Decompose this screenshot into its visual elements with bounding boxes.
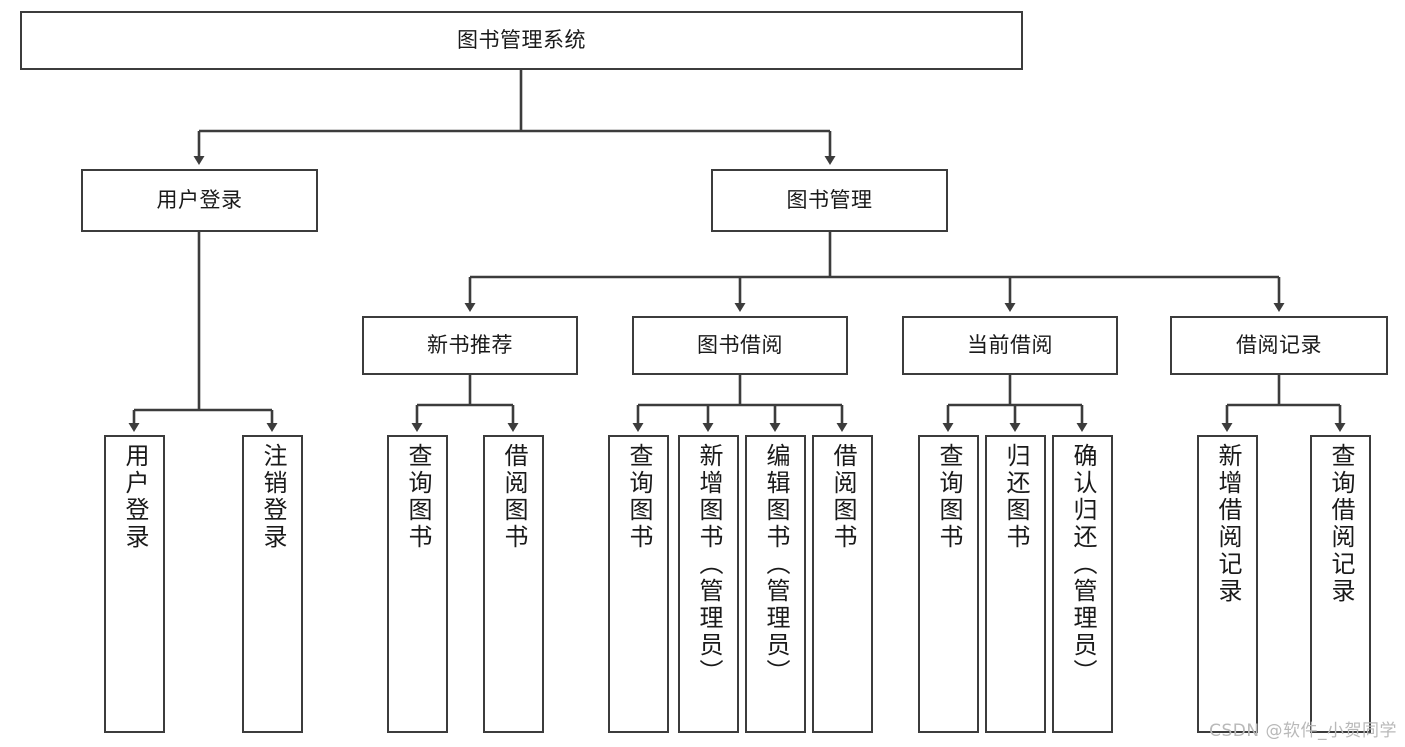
node-label: 编辑图书（管理员） [761, 443, 790, 686]
leaf-book-borrow-edit-book-admin[interactable]: 编辑图书（管理员） [745, 435, 806, 733]
node-label: 图书管理 [786, 187, 873, 212]
node-label: 新书推荐 [427, 332, 513, 357]
node-user-login[interactable]: 用户登录 [81, 169, 318, 232]
node-label: 查询图书 [624, 443, 653, 551]
node-root-book-management-system[interactable]: 图书管理系统 [20, 11, 1023, 70]
node-label: 注销登录 [258, 443, 287, 551]
leaf-current-borrow-return-books[interactable]: 归还图书 [985, 435, 1046, 733]
node-label: 图书借阅 [697, 332, 783, 357]
leaf-book-borrow-borrow-books[interactable]: 借阅图书 [812, 435, 873, 733]
node-label: 借阅图书 [499, 443, 528, 551]
node-label: 查询借阅记录 [1326, 443, 1355, 605]
node-label: 借阅记录 [1236, 332, 1322, 357]
node-label: 归还图书 [1001, 443, 1030, 551]
leaf-book-borrow-query-books[interactable]: 查询图书 [608, 435, 669, 733]
node-book-management[interactable]: 图书管理 [711, 169, 948, 232]
node-label: 确认归还（管理员） [1068, 443, 1097, 686]
node-current-borrow[interactable]: 当前借阅 [902, 316, 1118, 375]
leaf-new-book-borrow-books[interactable]: 借阅图书 [483, 435, 544, 733]
leaf-user-login-login[interactable]: 用户登录 [104, 435, 165, 733]
leaf-borrow-record-add-record[interactable]: 新增借阅记录 [1197, 435, 1258, 733]
node-label: 用户登录 [120, 443, 149, 551]
node-borrow-record[interactable]: 借阅记录 [1170, 316, 1388, 375]
leaf-current-borrow-query-books[interactable]: 查询图书 [918, 435, 979, 733]
node-book-borrow[interactable]: 图书借阅 [632, 316, 848, 375]
node-label: 借阅图书 [828, 443, 857, 551]
watermark: CSDN @软件_小贺同学 [1209, 721, 1397, 741]
node-label: 图书管理系统 [457, 27, 586, 52]
node-label: 新增借阅记录 [1213, 443, 1242, 605]
node-label: 新增图书（管理员） [694, 443, 723, 686]
node-label: 当前借阅 [967, 332, 1053, 357]
leaf-borrow-record-query-record[interactable]: 查询借阅记录 [1310, 435, 1371, 733]
leaf-user-login-logout[interactable]: 注销登录 [242, 435, 303, 733]
leaf-new-book-query-books[interactable]: 查询图书 [387, 435, 448, 733]
node-new-book-recommend[interactable]: 新书推荐 [362, 316, 578, 375]
leaf-book-borrow-add-book-admin[interactable]: 新增图书（管理员） [678, 435, 739, 733]
node-label: 用户登录 [156, 187, 243, 212]
node-label: 查询图书 [934, 443, 963, 551]
node-label: 查询图书 [403, 443, 432, 551]
leaf-current-borrow-confirm-return-admin[interactable]: 确认归还（管理员） [1052, 435, 1113, 733]
